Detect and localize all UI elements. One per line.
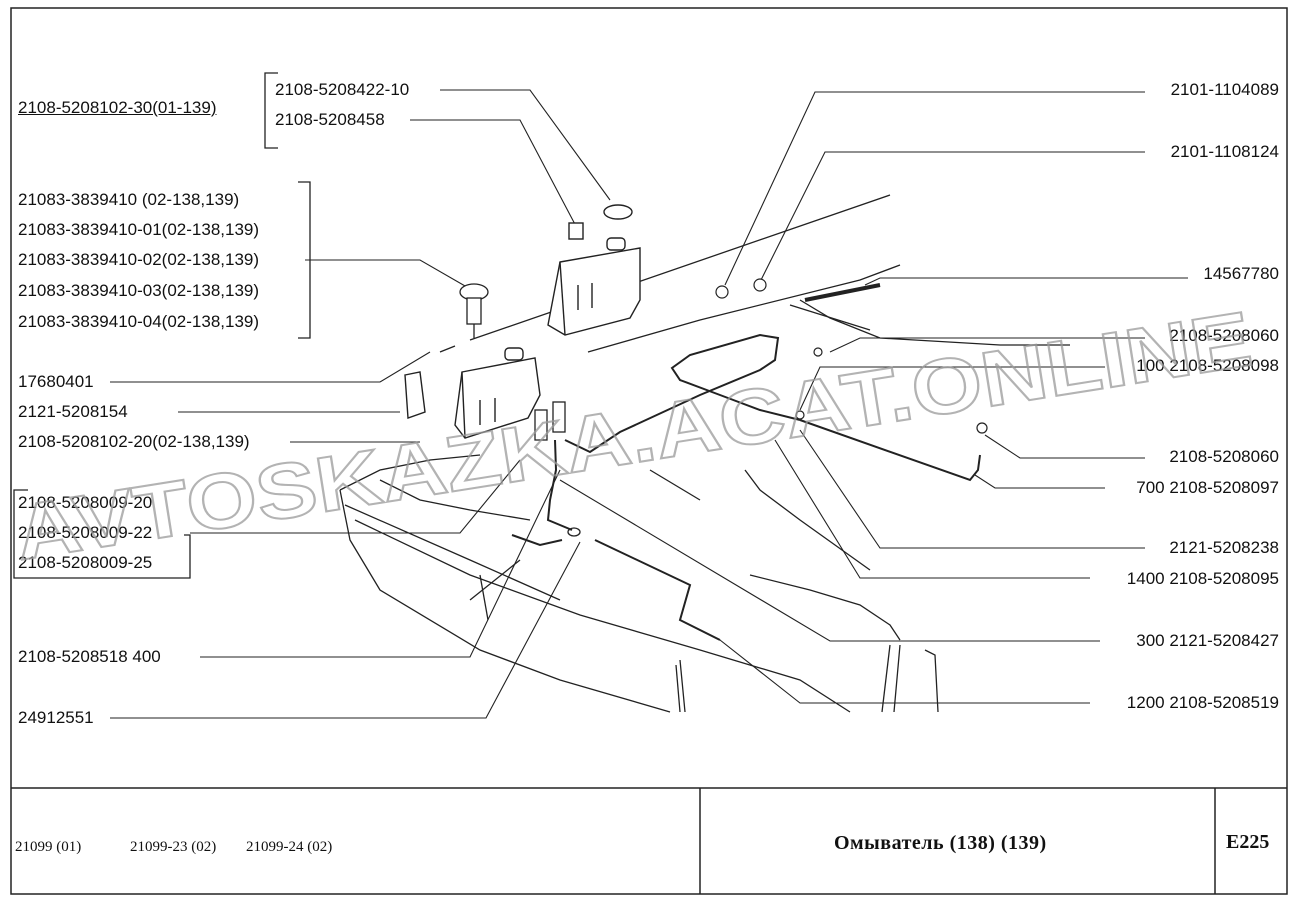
check-valves [534, 401, 581, 537]
part-label: 2108-5208009-20 [18, 493, 153, 512]
model-code: 21099-24 (02) [246, 839, 333, 855]
part-label: 100 2108-5208098 [1136, 356, 1279, 375]
part-label: 2121-5208238 [1169, 538, 1279, 557]
part-label: 2108-5208102-30(01-139) [18, 98, 217, 117]
leader-lines [110, 89, 1188, 719]
part-label: 300 2121-5208427 [1136, 631, 1279, 650]
sheet-code: E225 [1226, 831, 1270, 853]
part-label: 17680401 [18, 372, 94, 391]
part-label: 2108-5208009-22 [18, 523, 153, 542]
part-label: 2101-1104089 [1170, 80, 1279, 99]
body-outline [339, 194, 1070, 713]
hoses [511, 333, 981, 641]
model-code: 21099 (01) [15, 839, 82, 855]
model-code: 21099-23 (02) [130, 839, 217, 855]
part-label: 1400 2108-5208095 [1126, 569, 1279, 588]
part-label: 21083-3839410-04(02-138,139) [18, 312, 260, 331]
part-label: 2108-5208060 [1169, 326, 1279, 345]
part-label: 2108-5208102-20(02-138,139) [18, 432, 250, 451]
part-label: 2108-5208518 400 [18, 647, 161, 666]
wiper-arm-part [804, 283, 881, 302]
grommets [715, 278, 988, 434]
part-label: 21083-3839410 (02-138,139) [18, 190, 240, 209]
part-label: 2108-5208422-10 [275, 80, 410, 99]
part-label: 2108-5208458 [275, 110, 385, 129]
part-label: 2101-1108124 [1170, 142, 1279, 161]
sheet-title: Омыватель (138) (139) [834, 832, 1047, 854]
reservoir-lower [404, 345, 541, 439]
part-label: 2108-5208060 [1169, 447, 1279, 466]
part-label: 700 2108-5208097 [1136, 478, 1279, 497]
part-label: 21083-3839410-01(02-138,139) [18, 220, 260, 239]
part-label: 24912551 [18, 708, 94, 727]
reservoir-upper [547, 204, 641, 336]
part-label: 2108-5208009-25 [18, 553, 153, 572]
part-label: 21083-3839410-02(02-138,139) [18, 250, 260, 269]
part-label: 2121-5208154 [18, 402, 128, 421]
part-label: 14567780 [1203, 264, 1279, 283]
part-label: 1200 2108-5208519 [1126, 693, 1279, 712]
part-label: 21083-3839410-03(02-138,139) [18, 281, 260, 300]
pump-motor [459, 283, 489, 338]
